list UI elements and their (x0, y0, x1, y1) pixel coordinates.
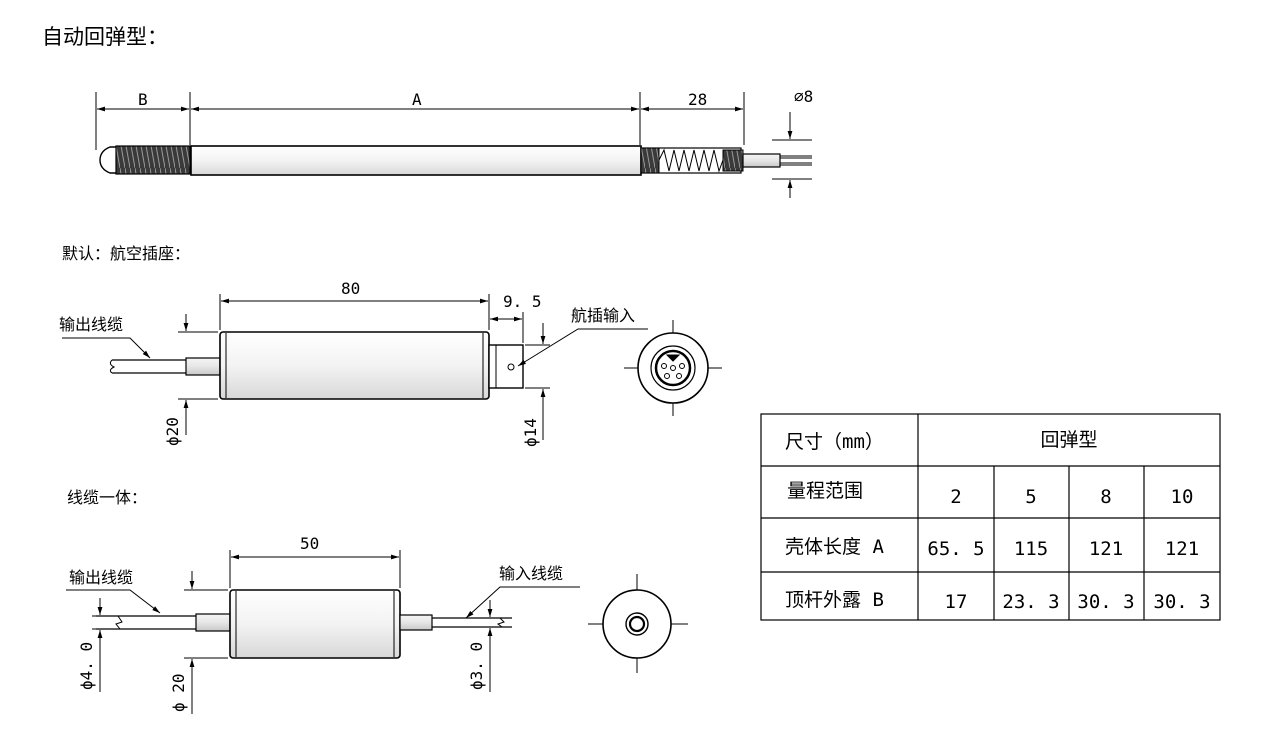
threaded-rod (115, 145, 191, 175)
output-cable-label-2: 输出线缆 (69, 568, 133, 587)
main-tube (190, 145, 642, 176)
dim-9-5-label: 9. 5 (503, 292, 542, 311)
table-cell: 121 (1165, 538, 1199, 560)
plug-diameter-label: ϕ14 (521, 418, 540, 447)
output-diameter-label: ϕ4. 0 (77, 642, 96, 690)
table-cell: 17 (945, 591, 968, 613)
dim-b-label: B (138, 90, 148, 109)
section-integrated-title: 线缆一体： (67, 488, 147, 507)
spec-table (760, 413, 1221, 621)
sensor-drawing-3 (66, 550, 688, 714)
dim-50-label: 50 (300, 534, 319, 553)
dim-a-label: A (412, 90, 422, 109)
connector-end-view (637, 332, 709, 404)
table-cell: 2 (950, 486, 961, 508)
input-diameter-label: ϕ3. 0 (467, 642, 486, 690)
table-row-label: 量程范围 (787, 480, 863, 502)
dim-28-label: 28 (688, 90, 707, 109)
section-default-title: 默认：航空插座： (62, 244, 190, 263)
table-cell: 30. 3 (1153, 591, 1210, 613)
aviation-connector (488, 344, 524, 389)
table-row-label: 顶杆外露 B (785, 589, 884, 611)
body-diameter-label-2: ϕ 20 (169, 673, 188, 712)
table-cell: 30. 3 (1077, 591, 1134, 613)
table-cell: 121 (1089, 538, 1123, 560)
table-cell: 65. 5 (927, 538, 984, 560)
cable-end-view (602, 589, 672, 659)
page-title: 自动回弹型： (42, 25, 168, 49)
table-cell: 10 (1171, 486, 1194, 508)
table-header-group: 回弹型 (1040, 429, 1097, 451)
connector-input-label: 航插输入 (571, 306, 635, 325)
table-cell: 8 (1100, 486, 1111, 508)
table-cell: 5 (1025, 486, 1036, 508)
table-row: 量程范围 2 5 8 10 (787, 480, 1193, 508)
table-row: 顶杆外露 B 17 23. 3 30. 3 30. 3 (785, 589, 1211, 613)
sensor-drawing-2 (62, 294, 722, 440)
body-diameter-label: ϕ20 (163, 417, 182, 446)
table-row: 壳体长度 A 65. 5 115 121 121 (785, 536, 1199, 560)
sensor-body-integrated (229, 589, 401, 659)
table-cell: 115 (1014, 538, 1048, 560)
table-header-label: 尺寸（mm） (785, 431, 884, 453)
dim-diameter-label: ⌀8 (794, 87, 813, 106)
input-cable-label: 输入线缆 (499, 564, 563, 583)
spring (658, 148, 724, 173)
sensor-drawing-1 (95, 92, 812, 198)
probe-rod (742, 153, 781, 168)
sensor-body (219, 331, 490, 400)
table-cell: 23. 3 (1002, 591, 1059, 613)
output-cable-label: 输出线缆 (59, 315, 123, 334)
table-row-label: 壳体长度 A (785, 536, 884, 558)
dim-80-label: 80 (341, 279, 360, 298)
